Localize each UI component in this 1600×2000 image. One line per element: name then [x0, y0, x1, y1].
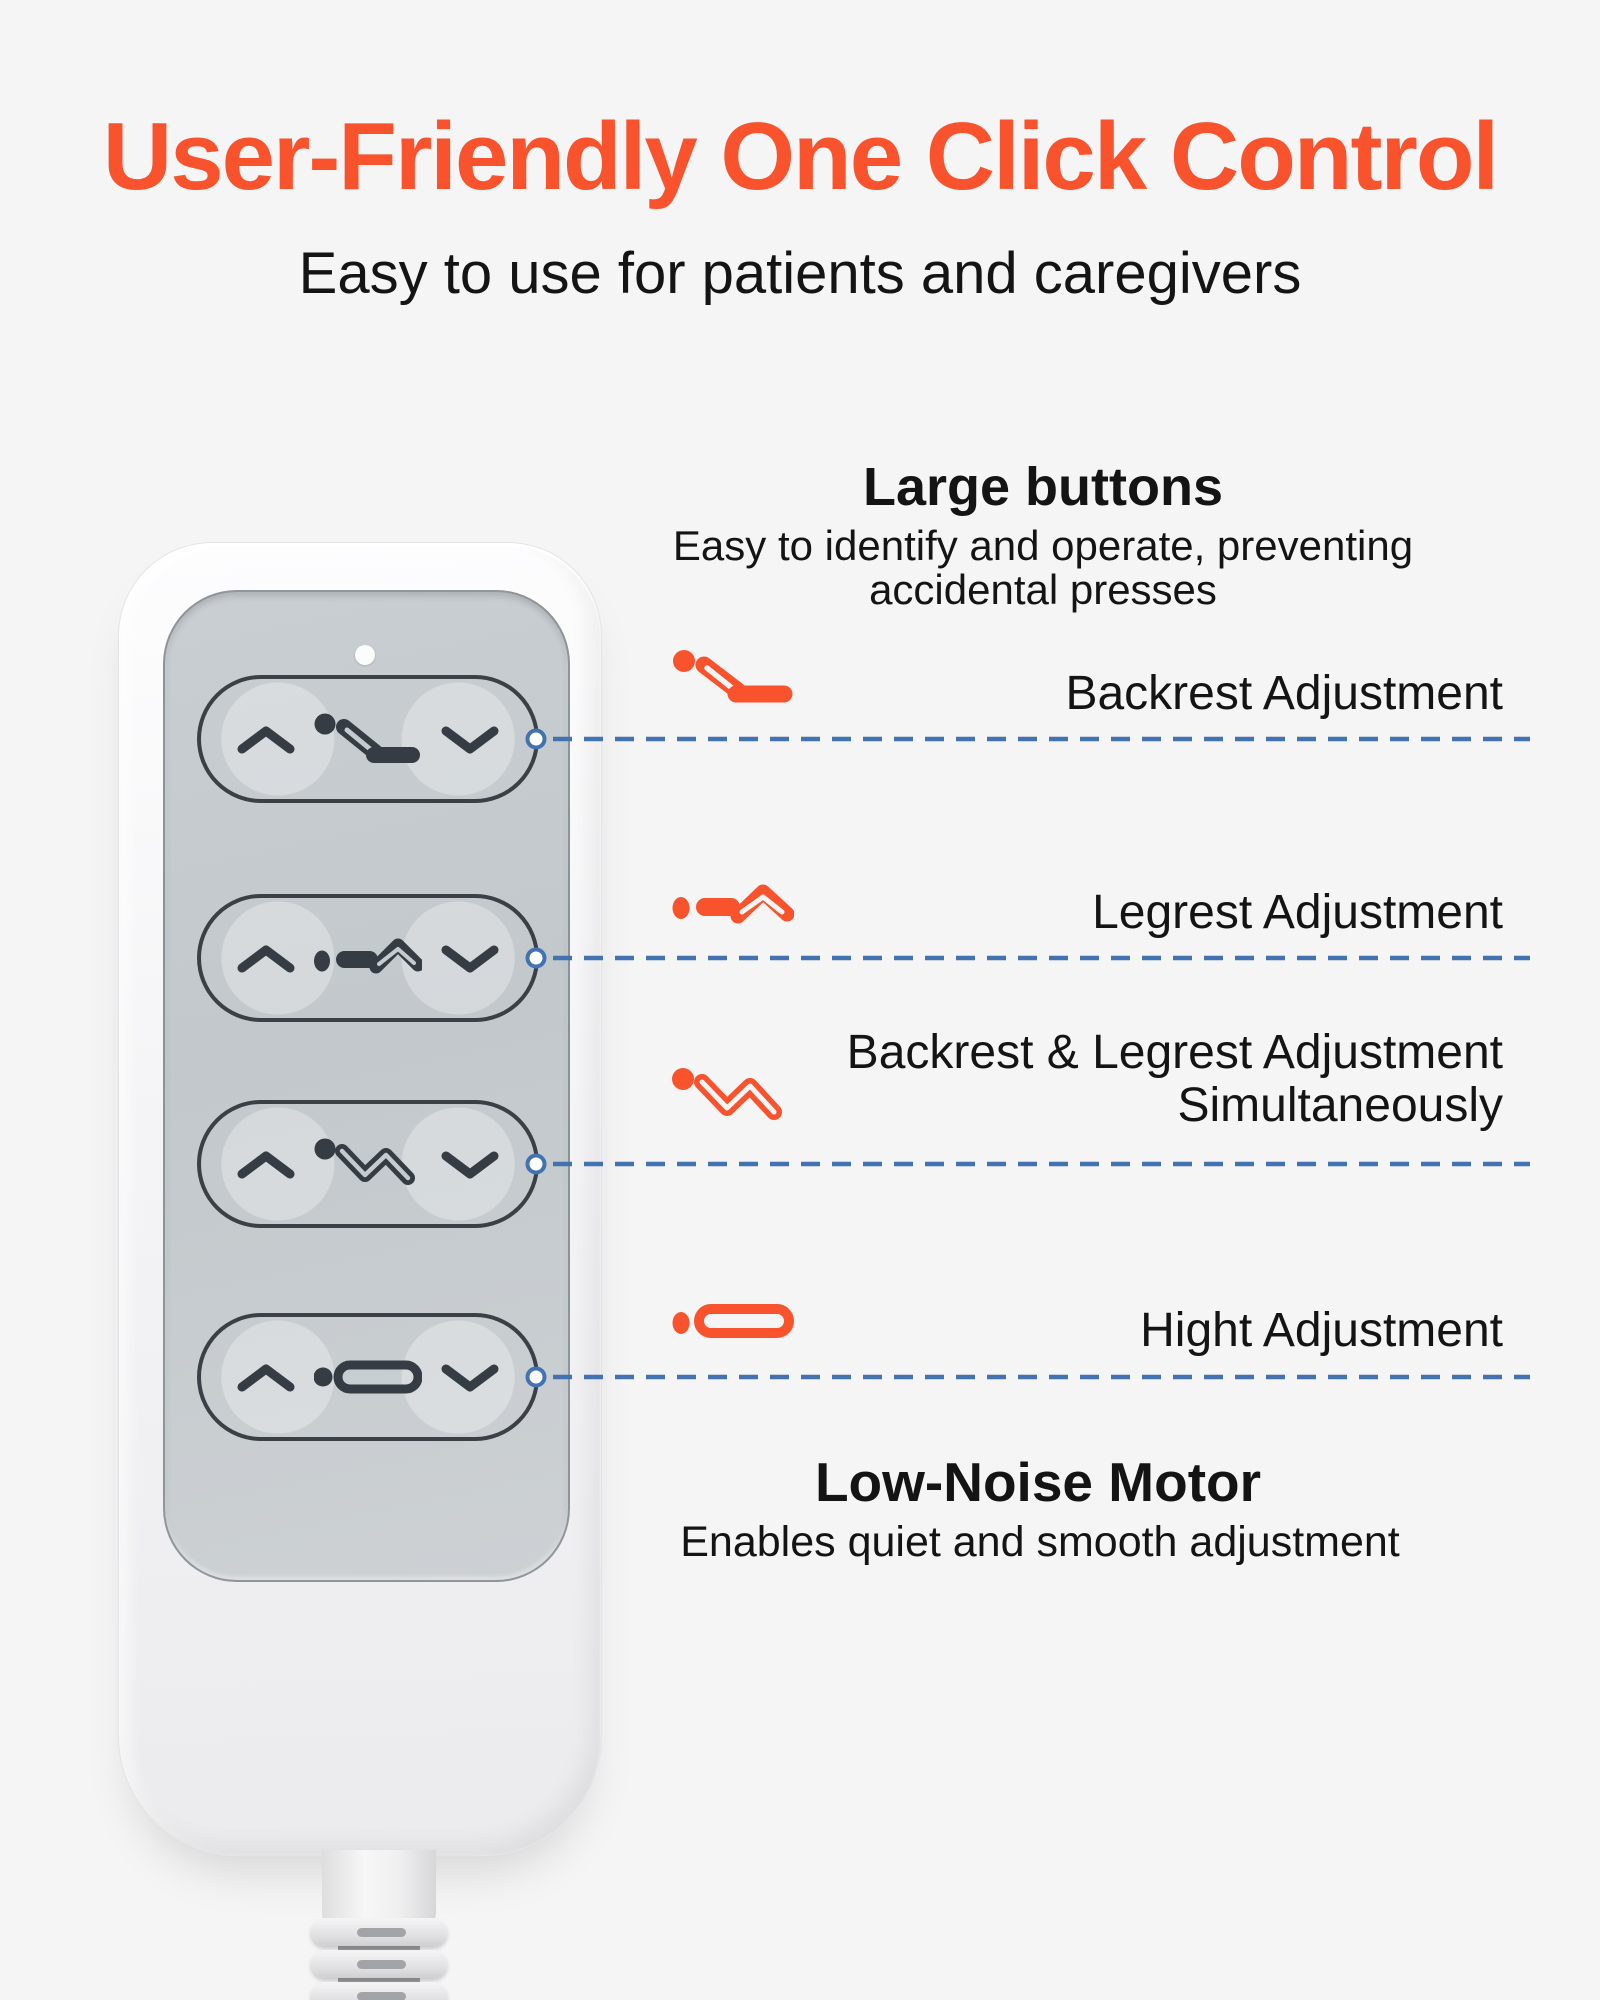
backrest-legrest-icon — [672, 1068, 782, 1120]
row-label-combined: Backrest & Legrest Adjustment Simultaneo… — [846, 1026, 1503, 1132]
leader-line-height — [525, 1366, 1530, 1388]
chevron-down-icon — [441, 1364, 499, 1392]
chevron-down-icon — [441, 1151, 499, 1179]
leader-dot — [525, 1153, 547, 1175]
remote-button-row-legrest — [197, 894, 539, 1022]
strain-relief-rib — [311, 1918, 447, 1946]
chevron-up-icon — [237, 726, 295, 754]
chevron-up-icon — [237, 1151, 295, 1179]
remote-button-row-height — [197, 1313, 539, 1441]
page-subtitle: Easy to use for patients and caregivers — [298, 241, 1302, 306]
strain-relief-rib — [311, 1982, 447, 2000]
remote-button-row-backrest — [197, 675, 539, 803]
leader-line-legrest — [525, 947, 1530, 969]
chevron-down-icon — [441, 945, 499, 973]
chevron-up-icon — [237, 945, 295, 973]
description-line: Easy to identify and operate, preventing — [672, 522, 1414, 569]
chevron-up-icon — [237, 1364, 295, 1392]
legrest-raise-glyph-icon — [314, 938, 422, 974]
legrest-raise-icon — [672, 884, 794, 924]
low-noise-description: Enables quiet and smooth adjustment — [680, 1518, 1400, 1566]
backrest-recline-icon — [673, 650, 793, 703]
backrest-legrest-glyph-icon — [314, 1138, 415, 1185]
leader-dot — [525, 728, 547, 750]
leader-dot — [525, 1366, 547, 1388]
large-buttons-heading: Large buttons — [863, 457, 1223, 517]
row-label-height: Hight Adjustment — [1140, 1304, 1503, 1357]
leader-dot — [525, 947, 547, 969]
row-label-backrest: Backrest Adjustment — [1065, 667, 1503, 720]
row-label-legrest: Legrest Adjustment — [1092, 886, 1503, 939]
chevron-down-icon — [441, 726, 499, 754]
leader-line-backrest — [525, 728, 1530, 750]
page-title: User-Friendly One Click Control — [102, 103, 1499, 210]
strain-relief-rib — [311, 1950, 447, 1978]
backrest-recline-glyph-icon — [314, 713, 420, 763]
remote-button-row-combined — [197, 1100, 539, 1228]
low-noise-heading: Low-Noise Motor — [814, 1451, 1262, 1513]
leader-line-combined — [525, 1153, 1530, 1175]
cable-neck — [322, 1850, 436, 1926]
bed-height-glyph-icon — [314, 1360, 422, 1394]
indicator-led — [355, 645, 375, 665]
description-line: accidental presses — [869, 566, 1217, 613]
large-buttons-description: Easy to identify and operate, preventing… — [643, 524, 1443, 612]
bed-height-flat-icon — [672, 1304, 794, 1338]
